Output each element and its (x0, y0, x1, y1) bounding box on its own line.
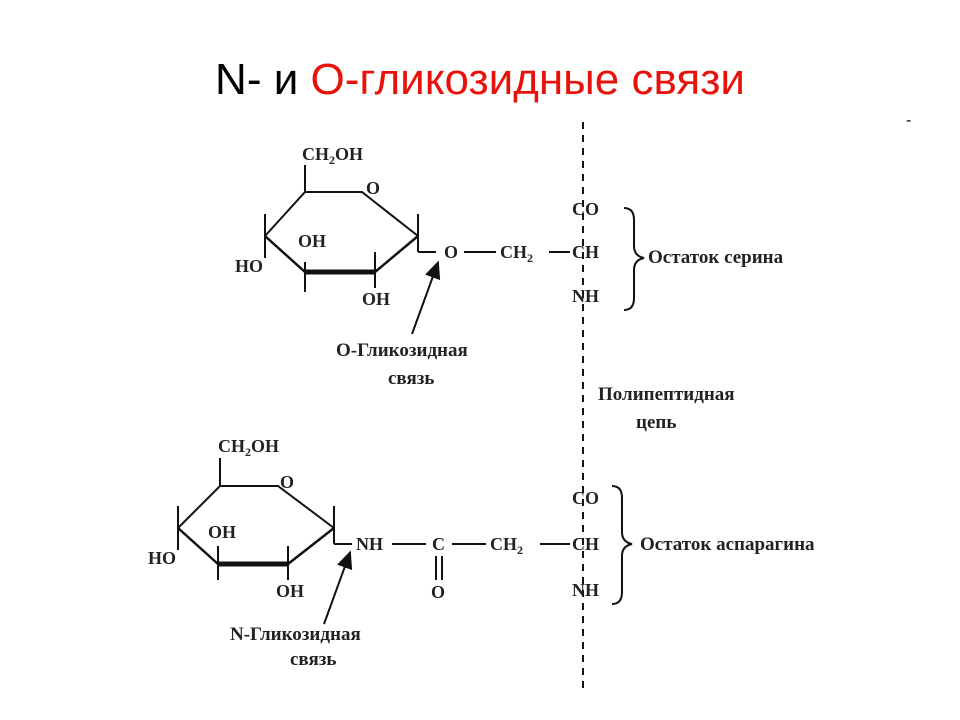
o-bond-label-line1: О-Гликозидная (336, 340, 468, 361)
o-ho-left: HO (235, 256, 263, 276)
n-co-label: CO (572, 488, 599, 508)
o-sugar-ring-back (264, 191, 419, 237)
o-glycoside-structure: CH2OH O OH HO OH O CH2 CO CH NH Остаток … (235, 144, 784, 389)
n-ring-oxygen: O (280, 472, 294, 492)
page-title: N- и О-гликозидные связи (0, 52, 960, 108)
n-link-nh: NH (356, 534, 383, 554)
n-residue-label: Остаток аспарагина (640, 534, 815, 555)
o-residue-label: Остаток серина (648, 247, 784, 268)
n-sugar-ring-back (177, 485, 335, 529)
n-nh-label: NH (572, 580, 599, 600)
n-oh-lower: OH (276, 581, 304, 601)
title-o-part: О-гликозидные связи (310, 55, 745, 104)
n-sugar-ring-left-front (177, 527, 219, 565)
n-residue-brace (611, 485, 633, 605)
o-co-label: CO (572, 199, 599, 219)
o-ch-label: CH (572, 242, 599, 262)
polypeptide-label-line2: цепь (636, 412, 676, 433)
o-nh-label: NH (572, 286, 599, 306)
o-oh-upper: OH (298, 231, 326, 251)
n-ch-label: CH (572, 534, 599, 554)
o-bond-arrow (411, 260, 441, 335)
title-n-part: N- и (215, 55, 311, 104)
n-carbonyl-o: O (431, 582, 445, 602)
corner-mark: - (906, 112, 912, 129)
o-ring-oxygen: O (366, 178, 380, 198)
n-bond-label-line1: N-Гликозидная (230, 624, 361, 645)
o-link-oxygen: O (444, 242, 458, 262)
n-sugar-ring-right-front (287, 527, 335, 565)
o-bond-label-line2: связь (388, 368, 434, 389)
n-bond-arrow (323, 550, 353, 625)
o-sugar-ring-left-front (264, 235, 306, 273)
n-bond-label-line2: связь (290, 649, 336, 670)
o-ch2oh-label: CH2OH (302, 144, 363, 167)
n-ch2-label: CH2 (490, 534, 523, 557)
n-ch2oh-label: CH2OH (218, 436, 279, 459)
o-oh-lower: OH (362, 289, 390, 309)
n-carbonyl-c: C (432, 534, 445, 554)
o-residue-brace (623, 207, 645, 311)
o-ch2-label: CH2 (500, 242, 533, 265)
n-oh-upper: OH (208, 522, 236, 542)
n-glycoside-structure: CH2OH O OH HO OH NH C O CH2 CO CH NH Ост… (148, 436, 815, 670)
n-ho-left: HO (148, 548, 176, 568)
o-sugar-ring-right-front (374, 235, 419, 273)
polypeptide-label-line1: Полипептидная (598, 384, 735, 405)
